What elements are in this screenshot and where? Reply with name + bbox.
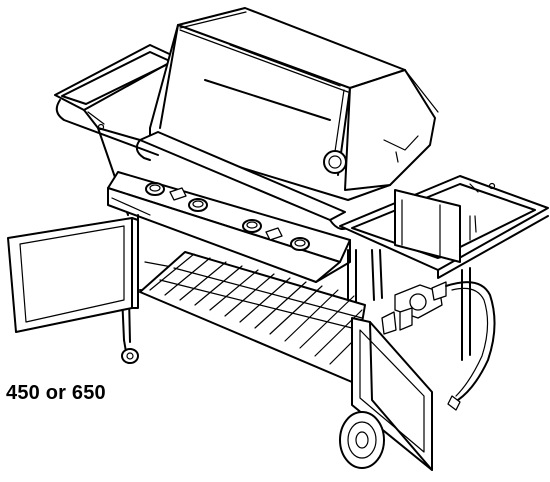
- caster-wheel: [121, 339, 139, 364]
- right-cabinet-door: [351, 317, 433, 471]
- grill-lid: [135, 7, 439, 230]
- control-panel: [107, 171, 351, 283]
- main-wheel: [339, 411, 385, 469]
- left-cabinet-door: [7, 217, 139, 333]
- left-side-shelf: [54, 44, 179, 216]
- model-caption: 450 or 650: [6, 382, 106, 404]
- bottom-shelf-grate: [139, 251, 366, 383]
- gas-regulator-and-hose: [381, 281, 496, 411]
